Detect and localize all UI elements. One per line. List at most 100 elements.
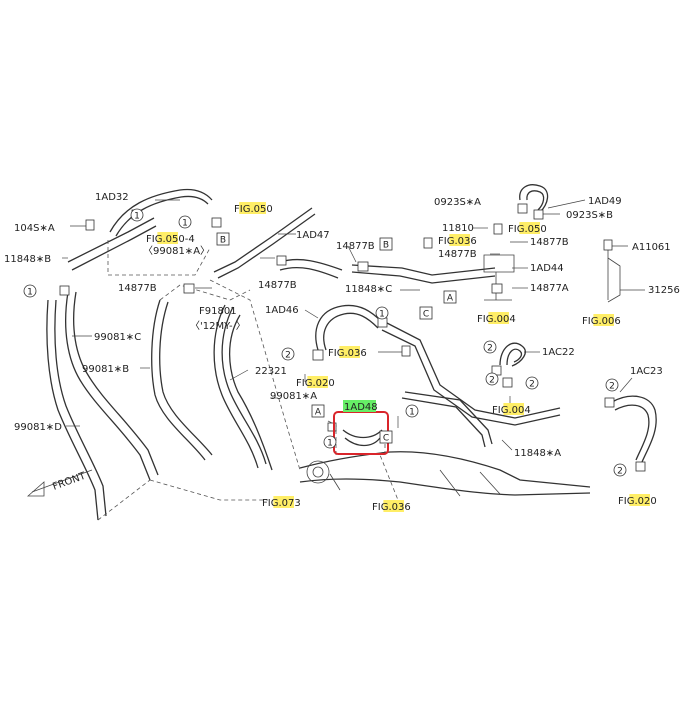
marker-shape: [613, 463, 627, 477]
label-text: 14877B: [118, 283, 157, 294]
label-hl: G.0: [337, 348, 354, 359]
label-pre: 11848∗C: [345, 284, 392, 295]
label-text: 11810: [442, 223, 474, 234]
label-pre: 1AD49: [588, 196, 622, 207]
label-text: FIG.004: [477, 314, 516, 325]
hose-1ac23: [611, 395, 657, 463]
label-post: 04: [503, 314, 516, 325]
part-number-label: 1AC23: [630, 366, 663, 377]
figure-reference-label: FIG.050: [234, 202, 273, 215]
label-highlight: [519, 222, 540, 234]
marker-text: 2: [489, 376, 495, 386]
label-pre: 11848: [4, 254, 36, 265]
marker-shape: [311, 404, 325, 418]
marker-shape: [323, 435, 337, 449]
bolt-11810: [493, 223, 503, 235]
label-hl: G.0: [486, 314, 503, 325]
figure-reference-label: FIG.006: [582, 314, 621, 327]
label-text: 99081∗A: [270, 391, 317, 402]
hose-22321: [213, 304, 259, 469]
label-text: 〈'12MY- 〉: [190, 320, 246, 332]
label-highlight: [449, 234, 470, 246]
part-number-label: 〈'12MY- 〉: [190, 320, 246, 332]
clamp-14877a: [491, 283, 503, 294]
label-text: FIG.004: [492, 405, 531, 416]
label-text: A11061: [632, 242, 671, 253]
label-highlight: [157, 232, 178, 244]
label-post: 20: [644, 496, 657, 507]
part-label-selected: 1AD48: [343, 400, 378, 413]
marker-text: 2: [487, 344, 493, 354]
label-pre: A11061: [632, 242, 671, 253]
label-pre: 11848∗A: [514, 448, 561, 459]
clamp-14877b-left: [183, 283, 195, 294]
label-text: 11848∗A: [514, 448, 561, 459]
bolt-fig036: [401, 345, 411, 357]
marker-text: 1: [379, 310, 385, 320]
label-post: ∗B: [36, 254, 51, 265]
label-post: 1AD32: [95, 192, 129, 203]
figure-reference-label: FIG.036: [372, 500, 411, 513]
clamp-fig004: [502, 377, 513, 388]
label-pre: F: [234, 204, 240, 215]
label-hl: 1AD48: [344, 402, 378, 413]
label-pre: 99081∗C: [94, 332, 141, 343]
part-number-label: 1AC22: [542, 347, 575, 358]
label-text: FIG.036: [372, 502, 411, 513]
marker-text: A: [447, 294, 454, 304]
figure-reference-label: FIG.036: [438, 234, 477, 247]
label-post: 50: [534, 224, 547, 235]
label-text: 14877B: [258, 280, 297, 291]
label-hl: G.0: [271, 498, 288, 509]
label-pre: 14877B: [118, 283, 157, 294]
label-pre: 1AC22: [542, 347, 575, 358]
label-highlight: [307, 376, 328, 388]
label-text: 〈99081∗A〉: [143, 245, 210, 257]
bolt-fig036-right: [423, 237, 433, 249]
figure-reference-label: FIG.020: [618, 494, 657, 507]
part-number-label: 99081∗B: [82, 364, 129, 375]
label-pre: 99081∗D: [14, 422, 62, 433]
hose-99081-d: [46, 299, 99, 521]
label-text: 1AD47: [296, 230, 330, 241]
label-pre: 1AD44: [530, 263, 564, 274]
label-text: FIG.050: [508, 224, 547, 235]
labels-layer: 1AD32104S∗A11848∗BFIG.050-4〈99081∗A〉1487…: [4, 192, 680, 513]
part-number-label: 〈99081∗A〉: [143, 245, 210, 257]
label-text: 1AC23: [630, 366, 663, 377]
label-text: 1AC22: [542, 347, 575, 358]
marker-text: 2: [609, 382, 615, 392]
label-pre: 14877B: [530, 237, 569, 248]
label-pre: 0923S∗A: [434, 197, 481, 208]
part-number-label: 99081∗C: [94, 332, 141, 343]
part-number-label: A11061: [632, 242, 671, 253]
callout-circle-1: 1: [375, 306, 389, 320]
marker-shape: [605, 378, 619, 392]
label-pre: FI: [438, 236, 447, 247]
label-post: ∗A: [39, 223, 54, 234]
part-number-label: FRONT: [51, 470, 88, 492]
label-text: 104S∗A: [14, 223, 55, 234]
front-direction-arrow: [26, 469, 93, 497]
figure-reference-label: FIG.036: [328, 346, 367, 359]
bolt-104s-a: [85, 219, 95, 231]
reference-square-c: C: [419, 306, 433, 320]
marker-shape: [178, 215, 192, 229]
part-number-label: 1AD49: [588, 196, 622, 207]
part-number-label: 11848∗C: [345, 284, 392, 295]
marker-text: C: [383, 434, 389, 444]
clamp-0923s-a: [517, 203, 528, 214]
label-text: 1AD48: [344, 402, 378, 413]
marker-text: 1: [27, 288, 33, 298]
marker-shape: [216, 232, 230, 246]
label-pre: FI: [582, 316, 591, 327]
label-text: FIG.036: [438, 236, 477, 247]
leader-lines: [62, 199, 645, 451]
label-pre: FI: [328, 348, 337, 359]
clamp-left-1: [59, 285, 70, 296]
hose-1ad32: [109, 188, 213, 233]
label-pre: FRONT: [51, 470, 88, 492]
